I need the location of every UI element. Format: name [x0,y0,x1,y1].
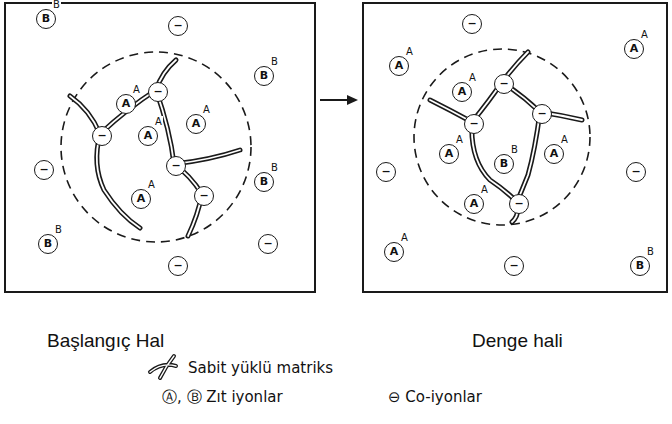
legend-text: Sabit yüklü matriks [188,359,333,377]
ion-symbol: B [37,10,55,28]
ion-circle: AA [464,194,484,214]
ion-circle: − [168,16,188,36]
resin-bead-outline [61,52,251,242]
ion-circle: − [92,126,112,146]
ion-symbol: A [440,145,458,163]
ion-superscript: A [560,134,569,145]
ion-circle: − [376,162,396,182]
ion-symbol: − [495,75,513,93]
ion-superscript: A [202,104,211,115]
ion-circle: − [532,104,552,124]
ion-symbol: A [139,127,157,145]
ion-superscript: B [270,162,279,173]
ion-circle: AA [384,242,404,262]
ion-symbol: − [195,187,213,205]
ion-symbol: − [505,257,523,275]
ion-symbol: B [255,67,273,85]
ion-circle: − [509,194,529,214]
ion-symbol: − [35,161,53,179]
ion-circle: − [464,114,484,134]
ion-symbol: − [169,257,187,275]
ion-circle: − [148,82,168,102]
ion-superscript: B [646,246,655,257]
ion-circle: AA [389,56,409,76]
ion-circle: AA [452,82,472,102]
ion-symbol: A [625,40,643,58]
panel-caption: Denge hali [472,330,563,352]
ion-circle: − [258,234,278,254]
ion-superscript: B [54,224,63,235]
ion-symbol: A [385,243,403,261]
ion-superscript: B [52,0,61,10]
ion-symbol: − [377,163,395,181]
ion-circle: BB [38,234,58,254]
ion-circle: − [166,156,186,176]
ion-symbol: B [495,155,513,173]
fixed-matrix [70,52,582,236]
ion-superscript: A [154,116,163,127]
ion-symbol: B [39,235,57,253]
matrix-legend-sample [150,356,176,378]
ion-circle: AA [439,144,459,164]
ion-symbol: − [533,105,551,123]
ion-circle: AA [186,114,206,134]
ion-symbol: B [631,257,649,275]
ion-superscript: A [405,46,414,57]
ion-circle: BB [254,66,274,86]
ion-symbol: A [117,95,135,113]
ion-superscript: A [147,179,156,190]
ion-superscript: A [640,29,649,40]
state-panel: Başlangıç HalBB−BB−BBBB−−AA−−AAAA−−AA [4,2,316,293]
ion-circle: AA [131,189,151,209]
ion-symbol: A [390,57,408,75]
ion-circle: − [494,74,514,94]
ion-circle: − [34,160,54,180]
ion-circle: AA [116,94,136,114]
ion-circle: BB [494,154,514,174]
state-panel: Denge haliAA−AA−−AA−BBAA−AA−BBAA−−AA [362,2,668,293]
ion-circle: AA [624,39,644,59]
ion-symbol: − [465,115,483,133]
ion-symbol: A [453,83,471,101]
ion-circle: − [462,14,482,34]
ion-circle: BB [36,9,56,29]
ion-circle: BB [630,256,650,276]
ion-circle: BB [254,172,274,192]
ion-symbol: A [465,195,483,213]
ion-symbol: − [169,17,187,35]
ion-symbol: A [132,190,150,208]
ion-symbol: − [627,163,645,181]
ion-superscript: B [510,144,519,155]
ion-superscript: A [132,84,141,95]
ion-circle: − [626,162,646,182]
legend-text: Ⓐ, Ⓑ Zıt iyonlar [162,388,283,407]
ion-circle: − [194,186,214,206]
ion-superscript: A [468,72,477,83]
ion-symbol: − [167,157,185,175]
ion-superscript: A [480,184,489,195]
ion-symbol: A [187,115,205,133]
ion-circle: − [168,256,188,276]
ion-circle: AA [138,126,158,146]
ion-superscript: A [400,232,409,243]
ion-superscript: B [270,56,279,67]
panel-caption: Başlangıç Hal [47,330,164,352]
ion-circle: − [504,256,524,276]
ion-symbol: − [510,195,528,213]
ion-symbol: − [149,83,167,101]
ion-symbol: − [259,235,277,253]
ion-symbol: − [93,127,111,145]
process-arrow [320,95,358,105]
ion-symbol: B [255,173,273,191]
resin-bead-outline [414,49,590,225]
legend-text: ⊖ Co-iyonlar [388,388,482,406]
ion-circle: AA [544,144,564,164]
ion-superscript: A [455,134,464,145]
ion-symbol: − [463,15,481,33]
ion-symbol: A [545,145,563,163]
